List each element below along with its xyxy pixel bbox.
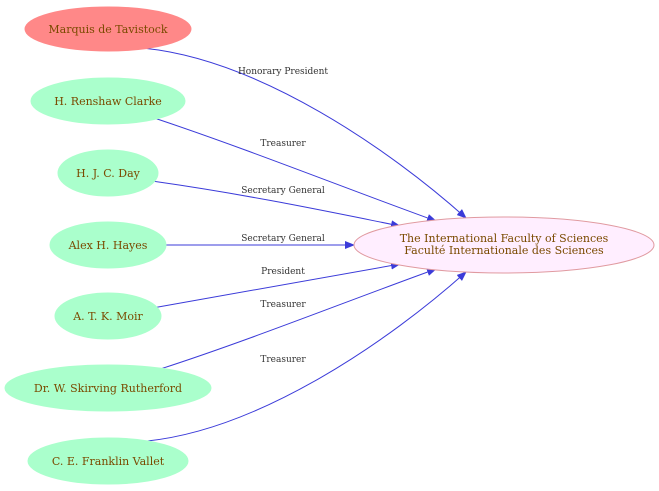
edge-role-label: Secretary General bbox=[241, 234, 325, 244]
person-name: H. Renshaw Clarke bbox=[54, 95, 162, 108]
person-name: A. T. K. Moir bbox=[72, 310, 143, 323]
person-node[interactable]: Alex H. Hayes bbox=[49, 221, 167, 269]
person-node[interactable]: C. E. Franklin Vallet bbox=[27, 437, 189, 485]
person-node[interactable]: H. Renshaw Clarke bbox=[30, 77, 186, 125]
edge-arrow bbox=[160, 268, 437, 370]
person-ellipse bbox=[54, 292, 162, 340]
organization-ellipse bbox=[353, 216, 655, 274]
person-ellipse bbox=[4, 364, 212, 412]
edge-role-label: Treasurer bbox=[260, 300, 306, 310]
person-ellipse bbox=[24, 6, 192, 52]
edge-arrow bbox=[145, 271, 467, 442]
nodes: The International Faculty of Sciences Fa… bbox=[4, 6, 655, 485]
edge-role-label: Treasurer bbox=[260, 139, 306, 149]
person-name: Marquis de Tavistock bbox=[48, 23, 168, 36]
edge-role-label: Treasurer bbox=[260, 355, 306, 365]
person-node[interactable]: Marquis de Tavistock bbox=[24, 6, 192, 52]
person-name: C. E. Franklin Vallet bbox=[52, 455, 165, 468]
person-name: H. J. C. Day bbox=[76, 167, 141, 180]
person-ellipse bbox=[57, 149, 159, 197]
edge-arrow bbox=[156, 261, 401, 308]
edge-arrow bbox=[144, 47, 467, 219]
organization-name-french: Faculté Internationale des Sciences bbox=[404, 244, 604, 257]
person-node[interactable]: A. T. K. Moir bbox=[54, 292, 162, 340]
person-ellipse bbox=[49, 221, 167, 269]
person-node[interactable]: Dr. W. Skirving Rutherford bbox=[4, 364, 212, 412]
person-node[interactable]: H. J. C. Day bbox=[57, 149, 159, 197]
edge-arrow bbox=[153, 180, 401, 229]
person-ellipse bbox=[30, 77, 186, 125]
person-ellipse bbox=[27, 437, 189, 485]
edge-role-label: Honorary President bbox=[238, 67, 328, 77]
organization-node[interactable]: The International Faculty of Sciences Fa… bbox=[353, 216, 655, 274]
edge-role-label: President bbox=[261, 267, 305, 277]
organization-name: The International Faculty of Sciences bbox=[400, 232, 609, 245]
edge-arrow bbox=[155, 118, 437, 222]
person-name: Alex H. Hayes bbox=[68, 239, 148, 252]
edge-role-label: Secretary General bbox=[241, 186, 325, 196]
person-name: Dr. W. Skirving Rutherford bbox=[34, 382, 182, 395]
